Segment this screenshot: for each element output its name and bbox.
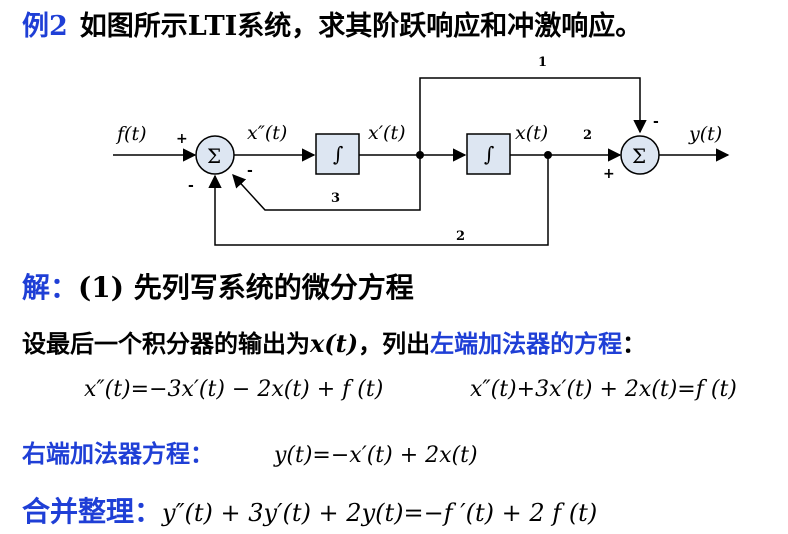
sign-minus-fb3: - <box>247 163 253 179</box>
solution-heading: 解：(1) 先列写系统的微分方程 <box>22 266 414 306</box>
right-adder-equation: y(t)=−x′(t) + 2x(t) <box>274 443 478 468</box>
sign-minus-output: - <box>653 114 659 130</box>
integrator-1-symbol: ∫ <box>333 142 343 166</box>
gain-fb3: 3 <box>331 191 340 206</box>
signal-x0: x(t) <box>515 122 548 144</box>
sign-plus-input: + <box>176 131 188 147</box>
left-adder-equation-2: x″(t)+3x′(t) + 2x(t)=f (t) <box>470 377 737 402</box>
merged-equation: y″(t) + 3y′(t) + 2y(t)=−f ′(t) + 2 f (t) <box>162 499 598 527</box>
signal-x2: x″(t) <box>247 122 287 144</box>
feedback-2-arrow <box>208 155 549 246</box>
title: 例2 如图所示LTI系统，求其阶跃响应和冲激响应。 <box>22 4 642 43</box>
solution-text: (1) 先列写系统的微分方程 <box>78 271 414 304</box>
top-path-arrow <box>419 77 647 155</box>
integrator-2 <box>466 133 511 175</box>
input-label: f(t) <box>115 123 147 145</box>
gain-mid: 2 <box>583 128 592 143</box>
output-label: y(t) <box>688 123 722 145</box>
example-label: 例2 <box>22 11 68 42</box>
right-adder-label: 右端加法器方程： <box>22 440 214 468</box>
gain-top: 1 <box>538 55 547 70</box>
sign-plus-output: + <box>603 166 615 182</box>
solution-label: 解： <box>22 271 79 304</box>
left-adder-equation-1: x″(t)=−3x′(t) − 2x(t) + f (t) <box>84 377 384 402</box>
merge-row: 合并整理：y″(t) + 3y′(t) + 2y(t)=−f ′(t) + 2 … <box>22 490 597 530</box>
title-text: 如图所示LTI系统，求其阶跃响应和冲激响应。 <box>79 11 643 42</box>
block-diagram: f(t) + Σ x″(t) ∫ x′(t) ∫ x(t) 2 + Σ 1 - … <box>113 55 730 246</box>
assumption-text-b: ，列出 <box>358 329 431 358</box>
assumption-text-a: 设最后一个积分器的输出为 <box>22 329 310 358</box>
feedback-3-arrow <box>232 155 421 211</box>
gain-fb2: 2 <box>456 229 465 244</box>
assumption-text-blue: 左端加法器的方程 <box>430 329 623 358</box>
assumption-line: 设最后一个积分器的输出为x(t)，列出左端加法器的方程： <box>22 324 646 359</box>
right-summer-symbol: Σ <box>632 144 646 168</box>
assumption-text-c: ： <box>622 329 647 358</box>
assumption-var: x(t) <box>310 329 359 358</box>
left-summer-symbol: Σ <box>207 144 221 168</box>
signal-x1: x′(t) <box>368 122 406 144</box>
integrator-2-symbol: ∫ <box>484 142 494 166</box>
merge-label: 合并整理： <box>22 495 163 528</box>
right-adder-row: 右端加法器方程： y(t)=−x′(t) + 2x(t) <box>22 434 478 469</box>
sign-minus-fb2: - <box>188 178 194 194</box>
integrator-1 <box>315 133 360 175</box>
